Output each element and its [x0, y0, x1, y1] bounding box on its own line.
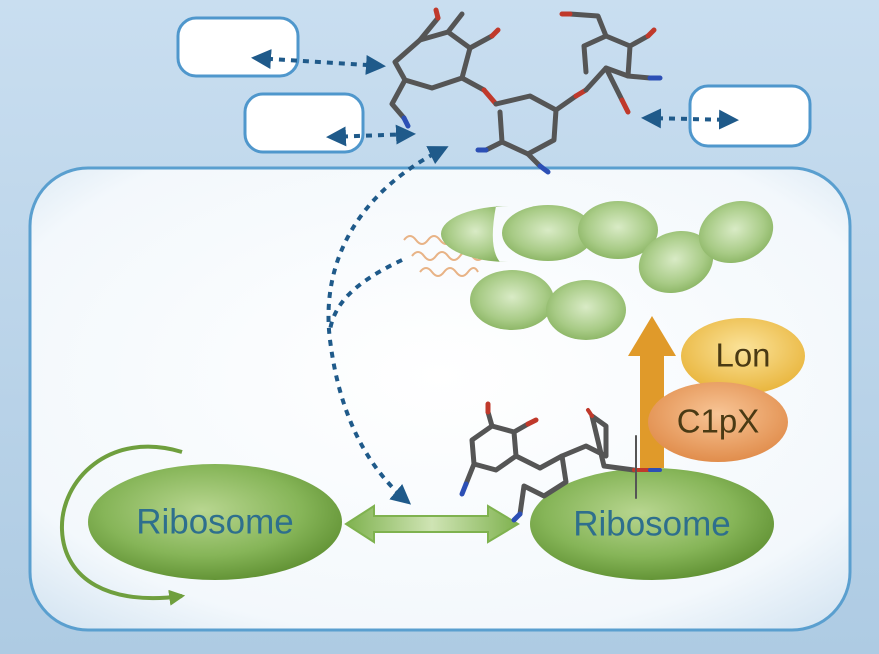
- ribosome-left: [88, 464, 342, 580]
- uptake-arrow-main: [326, 146, 449, 505]
- fragment-2-right: [698, 200, 774, 264]
- fragment-1-right: [578, 201, 658, 259]
- lon-protease: [681, 318, 805, 394]
- aminoglycoside-molecule-icon: [389, 7, 663, 175]
- bound-molecule-icon: [459, 401, 662, 523]
- receptor-box-right: [688, 84, 812, 148]
- receptor-box-middle-left: [243, 92, 365, 154]
- ribosome-exchange-arrow: [344, 504, 520, 544]
- ribosome-left-label: Ribosome: [136, 502, 294, 541]
- interaction-arrow-top-left: [251, 49, 386, 75]
- fragment-3-right: [546, 280, 626, 340]
- degraded-fragments: [440, 200, 774, 340]
- clpx-protease: [648, 382, 788, 462]
- fragment-1-left: [502, 205, 594, 261]
- lon-label: Lon: [715, 337, 770, 374]
- clpx-label: C1pX: [677, 403, 760, 440]
- receptor-box-top-left: [176, 16, 300, 78]
- fragment-3-left: [470, 270, 554, 330]
- uptake-arrow-branch: [328, 258, 403, 331]
- interaction-arrow-middle-left: [326, 124, 416, 147]
- interaction-arrows-outside: [251, 49, 739, 147]
- interaction-arrow-right: [641, 108, 739, 130]
- ribosome-right-label: Ribosome: [573, 504, 731, 543]
- fragment-1a: [440, 205, 510, 262]
- recycle-arrow-icon: [59, 444, 186, 606]
- uptake-arrows: [326, 146, 449, 505]
- ribosome-right: [530, 468, 774, 580]
- fragment-2-left: [638, 230, 714, 294]
